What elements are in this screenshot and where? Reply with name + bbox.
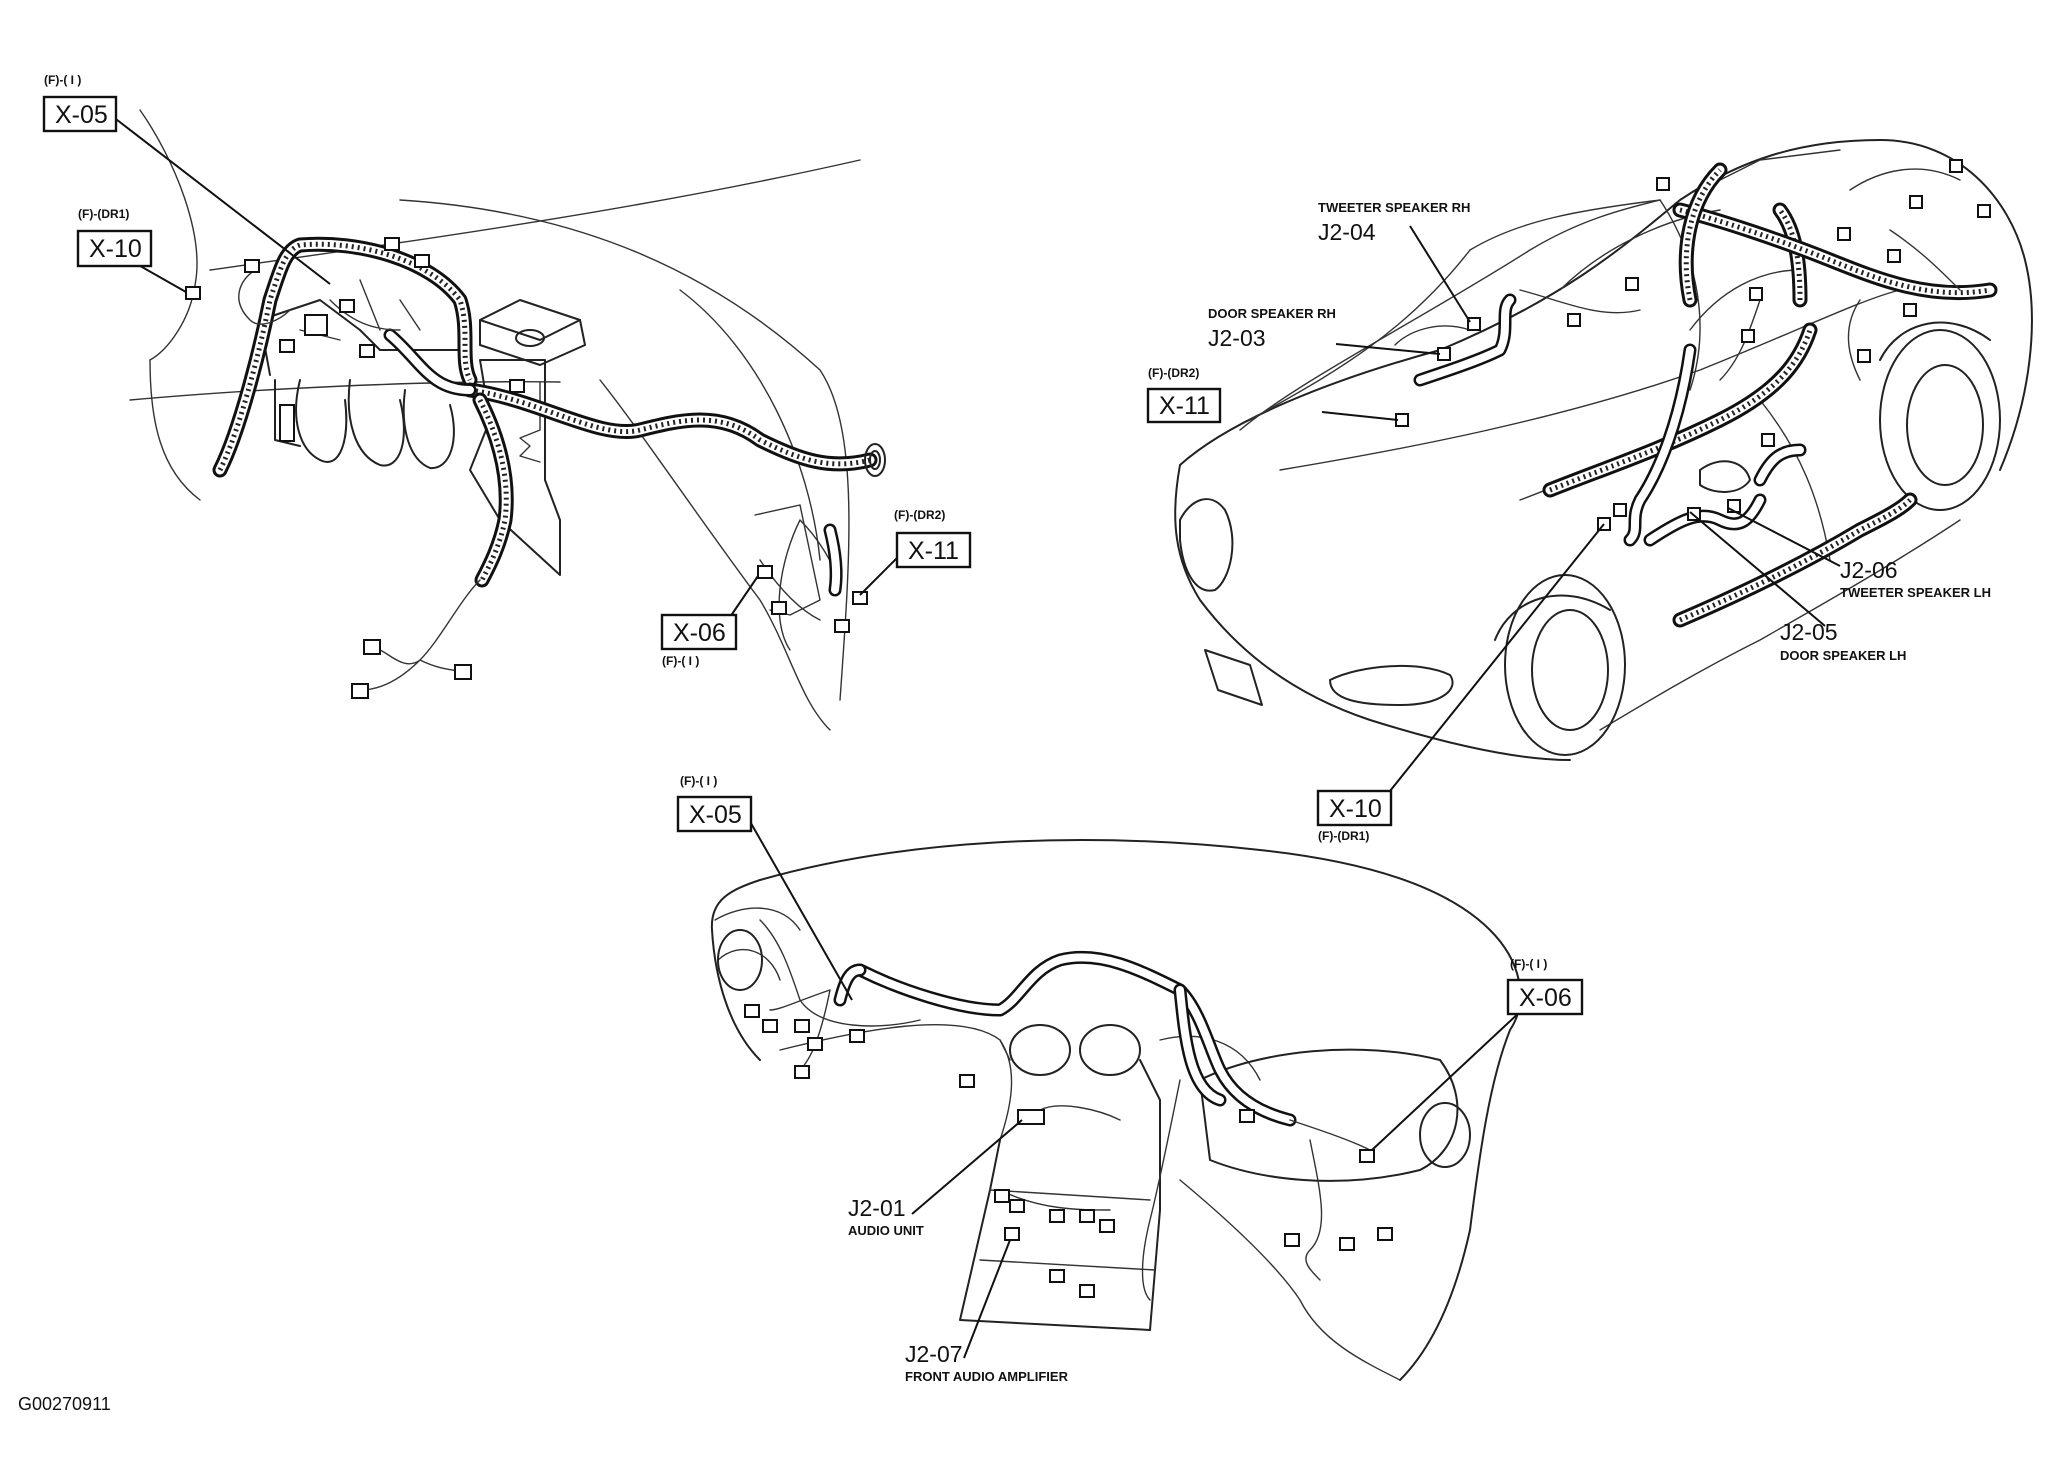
vehicle-x10-location-label: (F)-(DR1)	[1318, 829, 1369, 843]
j2-04-caption: TWEETER SPEAKER RH	[1318, 200, 1470, 215]
j2-04-code: J2-04	[1318, 219, 1376, 245]
x05-tag-code: X-05	[55, 101, 108, 129]
j2-06-caption: TWEETER SPEAKER LH	[1840, 585, 1991, 600]
j2-07-code: J2-07	[905, 1341, 963, 1367]
x10-tag-code: X-10	[89, 235, 142, 263]
dashboard-view: (F)-( I ) X-05 (F)-( I ) X-06 J2-01 AUDI…	[676, 774, 1584, 1384]
x11-tag-box	[895, 531, 972, 569]
x11-location-label: (F)-(DR2)	[894, 508, 945, 522]
vehicle-x10-tag-box	[1316, 789, 1393, 827]
j2-07-caption: FRONT AUDIO AMPLIFIER	[905, 1369, 1069, 1384]
vehicle-view: TWEETER SPEAKER RH J2-04 DOOR SPEAKER RH…	[1146, 139, 2033, 843]
x10-location-label: (F)-(DR1)	[78, 207, 129, 221]
engine-bay-view: (F)-( I ) X-05 (F)-(DR1) X-10 (F)-(DR2) …	[42, 73, 972, 731]
x06-location-label: (F)-( I )	[662, 654, 699, 668]
x06-tag-box	[660, 613, 738, 651]
vehicle-x10-tag-code: X-10	[1329, 795, 1382, 823]
vehicle-x11-location-label: (F)-(DR2)	[1148, 366, 1199, 380]
j2-01-caption: AUDIO UNIT	[848, 1223, 924, 1238]
dash-x05-tag-code: X-05	[689, 801, 742, 829]
dash-x06-tag-box	[1506, 978, 1584, 1016]
x05-location-label: (F)-( I )	[44, 73, 81, 87]
dash-x06-location-label: (F)-( I )	[1510, 957, 1547, 971]
j2-06-code: J2-06	[1840, 557, 1898, 583]
dash-x06-tag-code: X-06	[1519, 984, 1572, 1012]
j2-01-code: J2-01	[848, 1195, 906, 1221]
figure-id: G00270911	[18, 1394, 111, 1414]
j2-03-code: J2-03	[1208, 325, 1266, 351]
x11-tag-code: X-11	[908, 537, 959, 565]
fuse-block	[279, 404, 295, 442]
dash-x05-tag-box	[676, 795, 753, 833]
vehicle-x11-tag-box	[1146, 387, 1222, 424]
x10-tag-box	[76, 229, 153, 268]
vehicle-x11-tag-code: X-11	[1159, 392, 1210, 420]
j2-03-caption: DOOR SPEAKER RH	[1208, 306, 1336, 321]
j2-05-caption: DOOR SPEAKER LH	[1780, 648, 1906, 663]
j2-05-code: J2-05	[1780, 619, 1838, 645]
x05-tag-box	[42, 95, 118, 133]
x06-tag-code: X-06	[673, 619, 726, 647]
dash-x05-location-label: (F)-( I )	[680, 774, 717, 788]
